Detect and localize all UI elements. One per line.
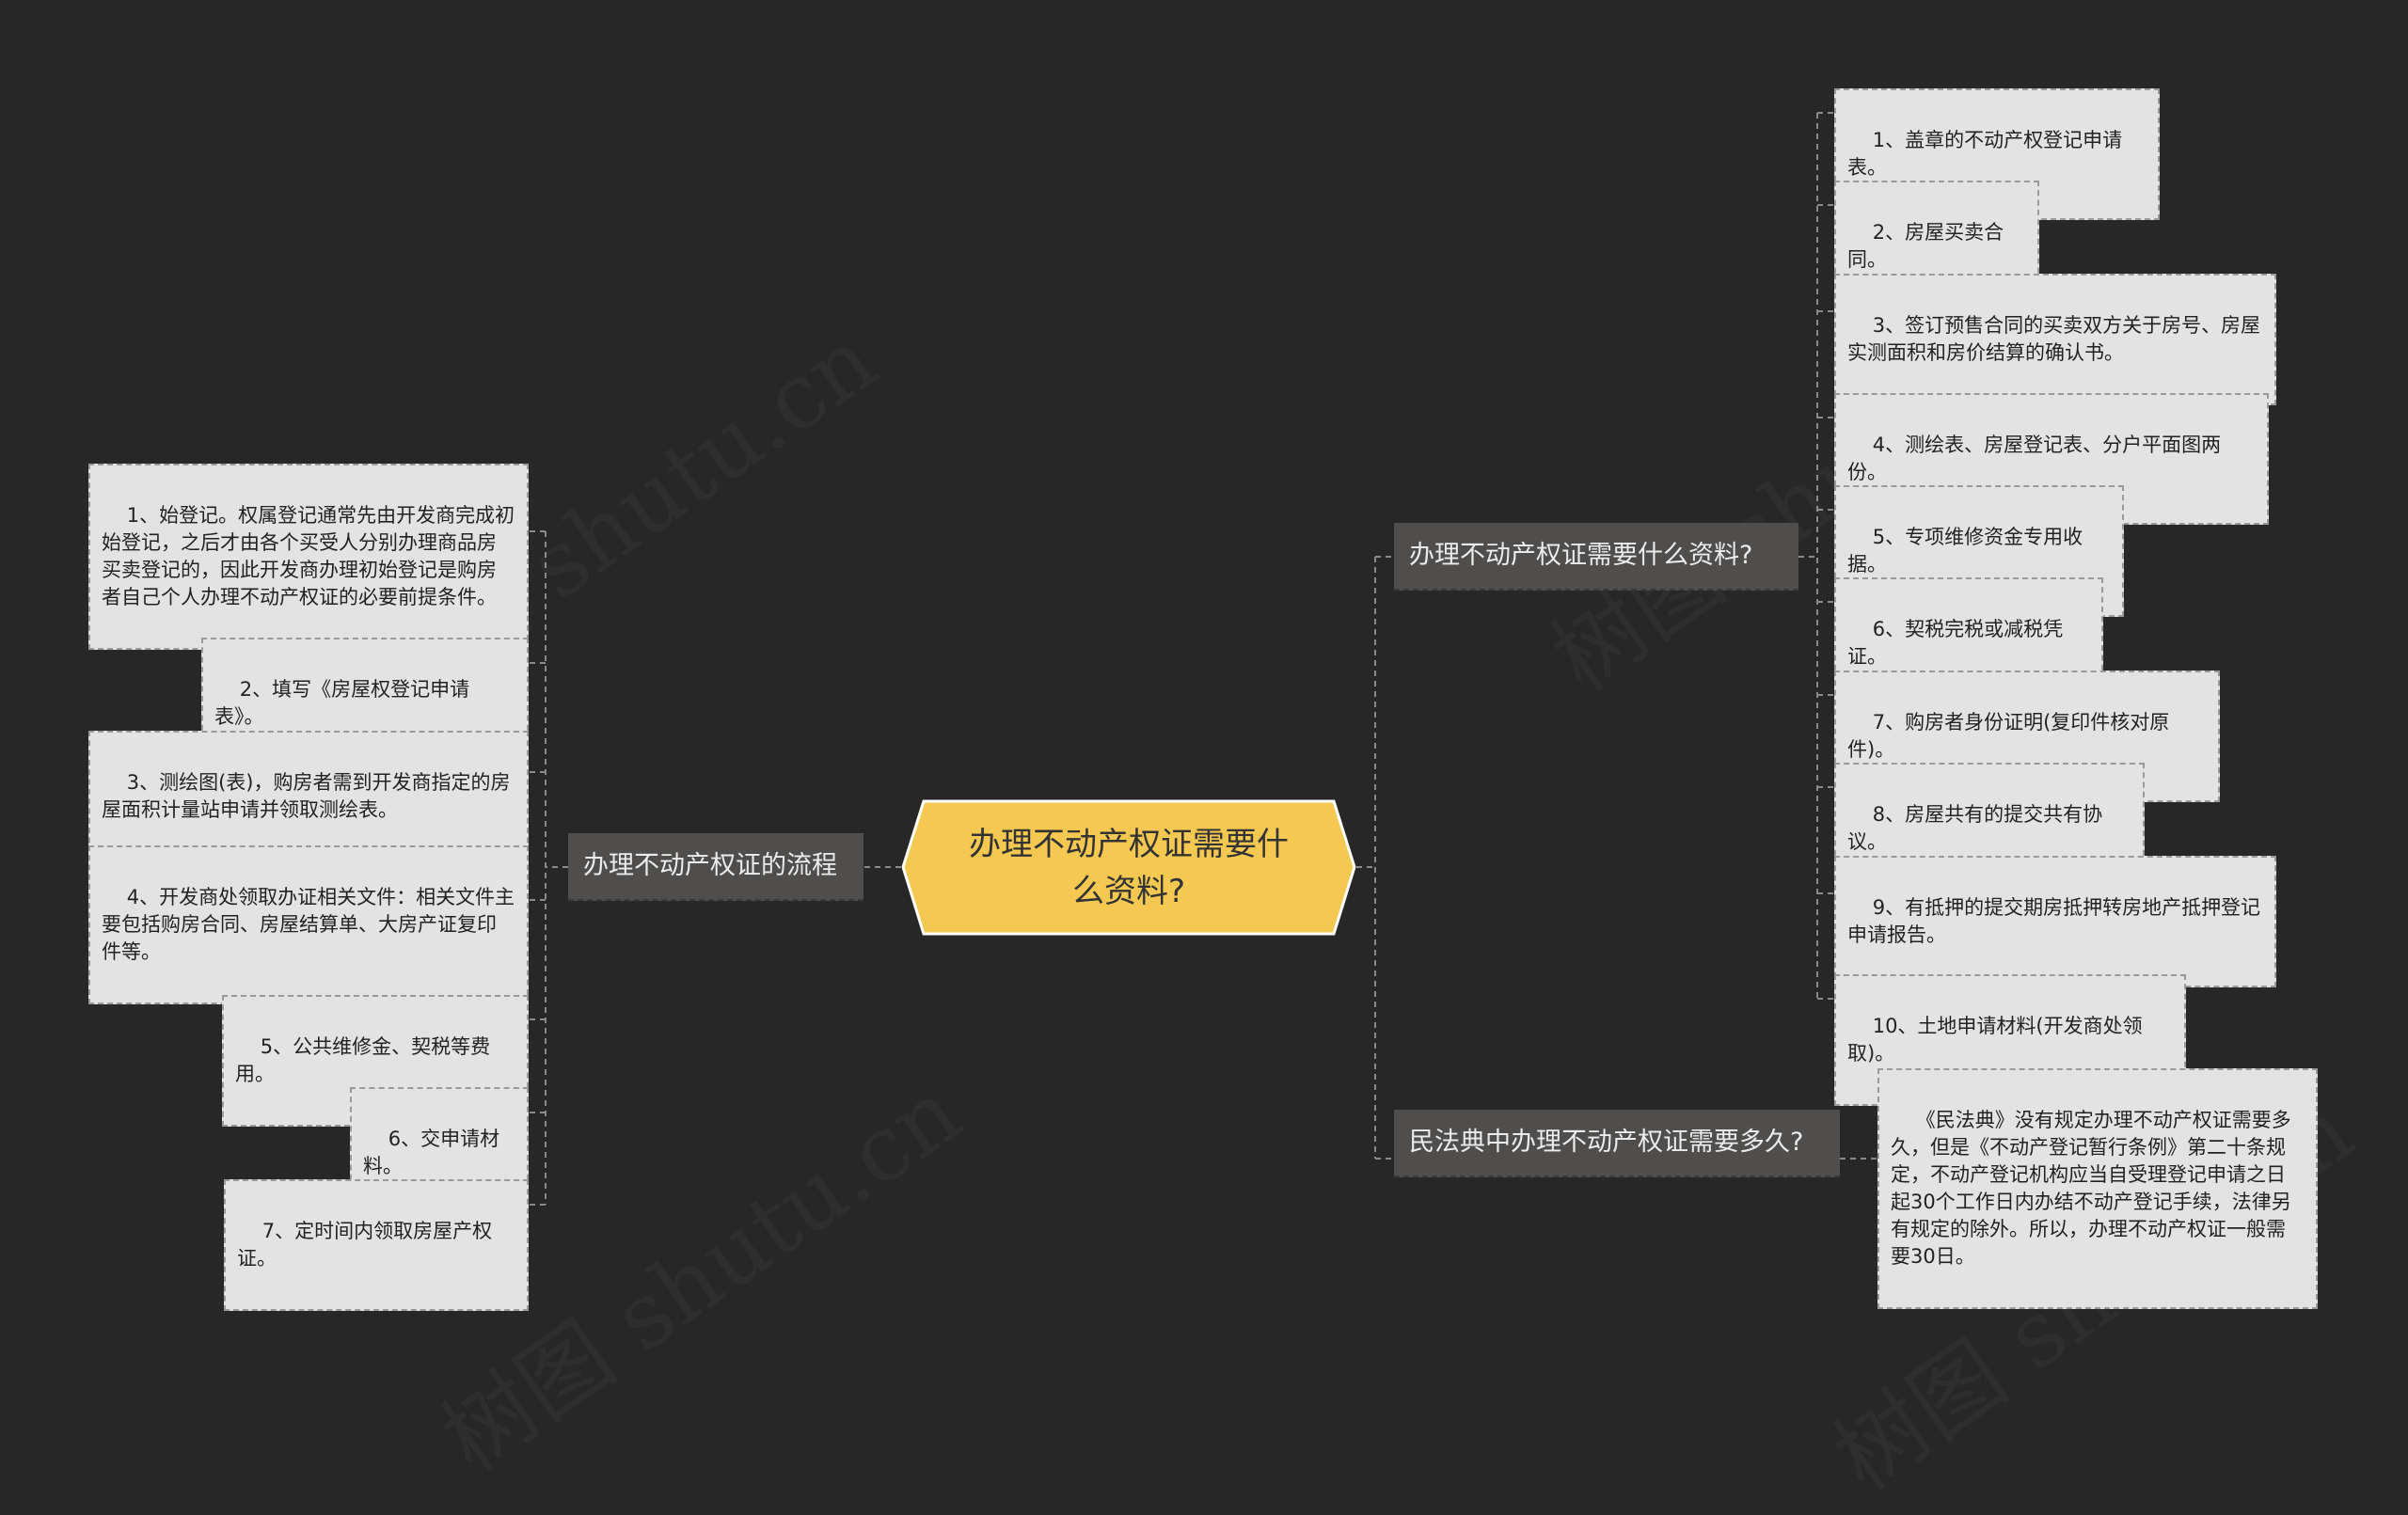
mindmap-canvas: 树图 shutu.cn 树图 shutu.cn 树图 shutu.cn 树图 s… bbox=[88, 88, 2318, 1311]
right2-leaf-1[interactable]: 《民法典》没有规定办理不动产权证需要多久，但是《不动产登记暂行条例》第二十条规定… bbox=[1877, 1068, 2318, 1309]
left-leaf-3-text: 3、测绘图(表)，购房者需到开发商指定的房屋面积计量站申请并领取测绘表。 bbox=[102, 771, 511, 821]
right-leaf-3[interactable]: 3、签订预售合同的买卖双方关于房号、房屋实测面积和房价结算的确认书。 bbox=[1834, 274, 2276, 405]
left-leaf-4-text: 4、开发商处领取办证相关文件：相关文件主要包括购房合同、房屋结算单、大房产证复印… bbox=[102, 886, 515, 963]
topic-process[interactable]: 办理不动产权证的流程 bbox=[568, 833, 863, 901]
right-leaf-1-text: 1、盖章的不动产权登记申请表。 bbox=[1847, 129, 2123, 179]
right-leaf-2-text: 2、房屋买卖合同。 bbox=[1847, 221, 2004, 271]
left-leaf-5-text: 5、公共维修金、契税等费用。 bbox=[235, 1035, 491, 1085]
right-leaf-4-text: 4、测绘表、房屋登记表、分户平面图两份。 bbox=[1847, 434, 2222, 483]
topic-process-label: 办理不动产权证的流程 bbox=[583, 851, 837, 880]
right-leaf-7-text: 7、购房者身份证明(复印件核对原件)。 bbox=[1847, 711, 2170, 761]
link-r1-trunk bbox=[1798, 113, 1818, 999]
center-node[interactable]: 办理不动产权证需要什么资料? bbox=[901, 799, 1356, 936]
link-left-trunk bbox=[545, 531, 568, 1205]
connector-lines bbox=[529, 112, 1877, 1206]
right-leaf-6-text: 6、契税完税或减税凭证。 bbox=[1847, 618, 2064, 668]
left-leaf-4[interactable]: 4、开发商处领取办证相关文件：相关文件主要包括购房合同、房屋结算单、大房产证复印… bbox=[88, 845, 529, 1004]
link-center-right bbox=[1356, 557, 1376, 1159]
center-node-shape bbox=[901, 799, 1356, 936]
left-leaf-7-text: 7、定时间内领取房屋产权证。 bbox=[237, 1220, 493, 1270]
left-leaf-1[interactable]: 1、始登记。权属登记通常先由开发商完成初始登记，之后才由各个买受人分别办理商品房… bbox=[88, 464, 529, 650]
right-leaf-9-text: 9、有抵押的提交期房抵押转房地产抵押登记申请报告。 bbox=[1847, 896, 2261, 946]
right-leaf-8-text: 8、房屋共有的提交共有协议。 bbox=[1847, 803, 2103, 853]
topic-materials-label: 办理不动产权证需要什么资料? bbox=[1409, 541, 1753, 570]
right-leaf-3-text: 3、签订预售合同的买卖双方关于房号、房屋实测面积和房价结算的确认书。 bbox=[1847, 314, 2261, 364]
topic-duration[interactable]: 民法典中办理不动产权证需要多久? bbox=[1394, 1110, 1840, 1177]
right-leaf-9[interactable]: 9、有抵押的提交期房抵押转房地产抵押登记申请报告。 bbox=[1834, 856, 2276, 987]
topic-duration-label: 民法典中办理不动产权证需要多久? bbox=[1409, 1128, 1804, 1157]
left-leaf-1-text: 1、始登记。权属登记通常先由开发商完成初始登记，之后才由各个买受人分别办理商品房… bbox=[102, 504, 515, 608]
right-leaf-5-text: 5、专项维修资金专用收据。 bbox=[1847, 526, 2083, 576]
topic-materials[interactable]: 办理不动产权证需要什么资料? bbox=[1394, 523, 1798, 591]
left-leaf-3[interactable]: 3、测绘图(表)，购房者需到开发商指定的房屋面积计量站申请并领取测绘表。 bbox=[88, 731, 529, 862]
left-leaf-2-text: 2、填写《房屋权登记申请表》。 bbox=[214, 678, 470, 728]
left-leaf-6-text: 6、交申请材料。 bbox=[363, 1128, 500, 1177]
center-node-label: 办理不动产权证需要什么资料? bbox=[969, 825, 1289, 910]
right2-leaf-1-text: 《民法典》没有规定办理不动产权证需要多久，但是《不动产登记暂行条例》第二十条规定… bbox=[1891, 1109, 2291, 1268]
right-leaf-10-text: 10、土地申请材料(开发商处领取)。 bbox=[1847, 1015, 2143, 1065]
left-leaf-7[interactable]: 7、定时间内领取房屋产权证。 bbox=[224, 1179, 529, 1311]
